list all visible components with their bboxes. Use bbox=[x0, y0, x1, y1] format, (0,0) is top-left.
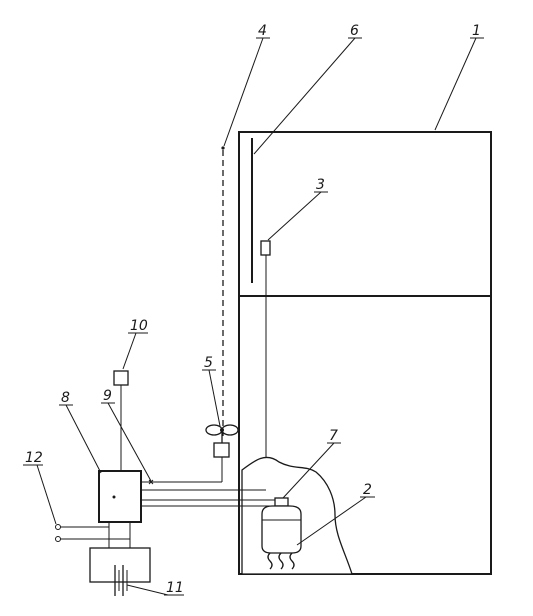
label-6: 6 bbox=[350, 23, 359, 39]
sensor-3 bbox=[260, 240, 271, 256]
label-11: 11 bbox=[166, 580, 184, 596]
device-7 bbox=[274, 497, 289, 507]
control-block-8 bbox=[98, 470, 142, 523]
fan-blade-right bbox=[221, 424, 239, 436]
spring-mid bbox=[278, 552, 284, 570]
leader-6 bbox=[253, 37, 356, 155]
cabinet-outline bbox=[238, 131, 492, 575]
label-3: 3 bbox=[316, 177, 325, 193]
leader-10 bbox=[122, 332, 137, 370]
fan-hub bbox=[220, 428, 224, 432]
antenna-tip bbox=[221, 146, 225, 150]
leader-3 bbox=[267, 191, 322, 241]
block-8-dot bbox=[112, 495, 116, 499]
label-12: 12 bbox=[25, 450, 43, 466]
spring-right bbox=[289, 552, 295, 570]
leader-9 bbox=[107, 402, 152, 482]
leader-11 bbox=[126, 584, 169, 596]
label-7: 7 bbox=[329, 428, 338, 444]
battery-box bbox=[89, 547, 151, 583]
junction-9 bbox=[148, 479, 154, 485]
label-9: 9 bbox=[103, 388, 112, 404]
label-8: 8 bbox=[61, 390, 70, 406]
leader-4 bbox=[223, 37, 264, 147]
fan-blade-left bbox=[205, 424, 223, 436]
fan-box bbox=[213, 442, 230, 458]
terminal-1 bbox=[55, 524, 61, 530]
leader-8 bbox=[65, 404, 102, 474]
spring-left bbox=[267, 552, 273, 570]
leader-5 bbox=[208, 369, 221, 427]
leader-1 bbox=[434, 37, 477, 131]
label-5: 5 bbox=[204, 355, 213, 371]
label-4: 4 bbox=[258, 23, 267, 39]
leader-7 bbox=[282, 442, 335, 499]
leader-2 bbox=[296, 496, 367, 546]
device-2-tank bbox=[261, 505, 302, 554]
component-10 bbox=[113, 370, 129, 386]
label-1: 1 bbox=[472, 23, 481, 39]
label-10: 10 bbox=[130, 318, 148, 334]
terminal-2 bbox=[55, 536, 61, 542]
label-2: 2 bbox=[363, 482, 372, 498]
leader-12 bbox=[36, 464, 57, 525]
